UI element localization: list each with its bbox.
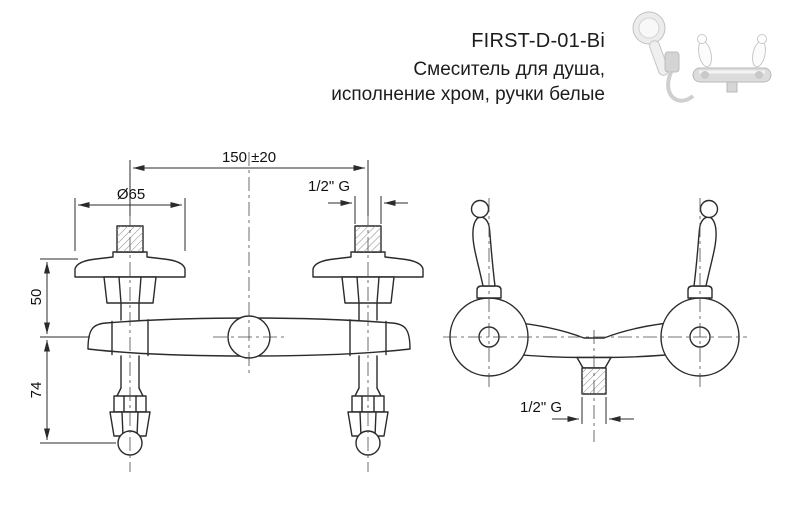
dim-height-upper-label: 50 [28,289,45,306]
right-hex-nut-facets [356,276,380,304]
left-union-nut-facets [121,411,139,437]
mixer-right-mount-icon [755,71,763,79]
centerlines-side [443,198,747,442]
side-view-outline [449,199,740,395]
product-photo [632,11,772,103]
leg-tapers [116,387,382,397]
dim-thread-bottom-label: 1/2" G [520,399,562,416]
right-collar-facets [361,395,375,413]
left-hex-nut-facets [118,276,142,304]
shower-handset [632,11,695,103]
front-view: 150 ±20 Ø65 1/2" G 50 74 [28,149,424,472]
left-collar-facets [123,395,137,413]
dim-height-lower-label: 74 [28,382,45,399]
right-handle-ball [699,199,719,219]
handset-handle-icon [649,40,669,76]
mixer-right-handle-ball-icon [757,34,767,44]
right-handle-lever [693,216,717,287]
left-handle-ball [470,199,490,219]
handset-holder-icon [664,51,680,73]
shower-hose-icon [666,71,695,103]
dim-width-label: 150 ±20 [222,149,276,166]
dim-thread-top-label: 1/2" G [308,178,350,195]
product-description-line-2: исполнение хром, ручки белые [331,84,605,106]
legs [120,355,378,389]
product-description-line-1: Смеситель для душа, [413,59,605,80]
centerlines-front [129,152,369,472]
left-handle-lever [472,216,496,287]
mixer-left-handle-ball-icon [697,34,707,44]
side-view-centerlines [443,198,747,442]
title-block: FIRST-D-01-Bi Смеситель для душа, исполн… [331,30,605,107]
extension-lines-front [40,160,382,444]
side-view: 1/2" G [443,198,747,442]
extension-lines-side [581,397,607,424]
handset-face-icon [638,17,660,39]
body-seams [111,319,387,357]
side-view-dimensions: 1/2" G [520,397,634,424]
connector-necks [120,302,378,321]
product-model: FIRST-D-01-Bi [471,30,605,52]
front-view-centerlines [129,152,369,472]
mixer-left-mount-icon [701,71,709,79]
front-view-dimensions: 150 ±20 Ø65 1/2" G 50 74 [28,149,408,444]
right-union-nut-facets [359,411,377,437]
mixer-outlet-icon [726,81,738,93]
shower-mixer [692,34,772,93]
dim-diameter-label: Ø65 [117,186,145,203]
